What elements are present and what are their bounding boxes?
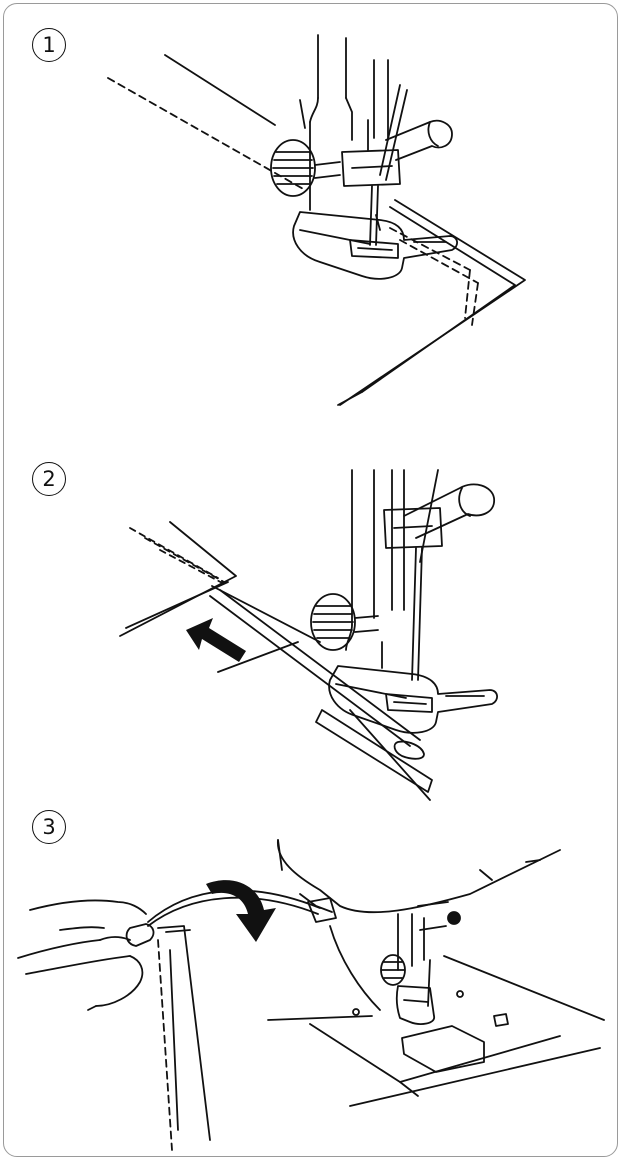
fabric [119, 521, 431, 801]
presser-foot-screw [310, 593, 379, 651]
direction-arrow [186, 618, 246, 662]
step-2-number: 2 [32, 462, 66, 496]
thread-cutter [307, 897, 337, 923]
thread-guide [379, 84, 453, 181]
thread-guide [403, 469, 495, 563]
presser-foot-screw [380, 954, 406, 986]
step-3-number: 3 [32, 810, 66, 844]
needle-bar [397, 901, 461, 1007]
stitch-line [157, 939, 173, 1151]
presser-bar [345, 469, 405, 651]
step-1-number: 1 [32, 28, 66, 62]
fabric-layers [164, 54, 526, 406]
step-1-panel: 1 [0, 0, 623, 410]
fabric [157, 925, 211, 1141]
step-2-panel: 2 [0, 410, 623, 810]
cut-direction-arrow [206, 880, 276, 942]
step-3-illustration [17, 839, 605, 1151]
needle-plate [315, 709, 433, 793]
machine-head [277, 839, 561, 914]
needle-clamp [383, 507, 443, 681]
stitch-line [129, 527, 229, 587]
step-1-illustration [107, 34, 526, 406]
presser-foot [292, 211, 458, 280]
step-3-panel: 3 [0, 810, 623, 1155]
step-2-illustration [119, 469, 498, 801]
hand [17, 899, 155, 1011]
presser-foot-screw [270, 139, 341, 197]
needle-plate [267, 955, 605, 1107]
presser-bar [299, 34, 389, 211]
presser-foot [395, 985, 435, 1025]
stitch-line [107, 77, 479, 326]
presser-foot [328, 641, 498, 734]
